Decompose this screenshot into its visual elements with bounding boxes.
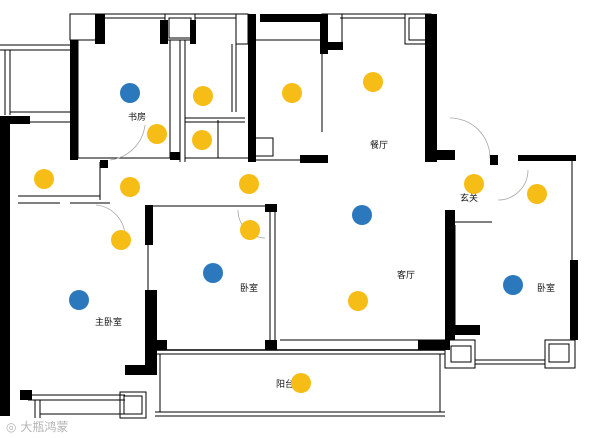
markers <box>34 72 547 393</box>
blue-marker-bedroom-center <box>203 263 223 283</box>
yellow-marker-corridor-left <box>120 177 140 197</box>
walls <box>0 14 578 416</box>
yellow-marker-study-door <box>147 124 167 144</box>
room-label-living: 客厅 <box>397 269 415 281</box>
room-label-bedroom-right: 卧室 <box>537 282 555 294</box>
watermark-icon: ◎ <box>6 420 17 434</box>
yellow-marker-closet <box>193 86 213 106</box>
room-label-study: 书房 <box>128 111 146 123</box>
yellow-marker-entrance <box>464 174 484 194</box>
blue-marker-study <box>120 83 140 103</box>
watermark: ◎ 大瓶鸿蒙 <box>6 418 68 435</box>
yellow-marker-closet-lower <box>192 130 212 150</box>
blue-marker-dining <box>352 205 372 225</box>
yellow-marker-master-door <box>111 230 131 250</box>
yellow-marker-dining-top <box>363 72 383 92</box>
yellow-marker-left-room <box>34 169 54 189</box>
yellow-marker-balcony <box>291 373 311 393</box>
blue-marker-bedroom-right <box>503 275 523 295</box>
yellow-marker-corridor-center <box>239 174 259 194</box>
yellow-marker-entrance-right <box>527 184 547 204</box>
room-label-dining: 餐厅 <box>370 139 388 151</box>
yellow-marker-bedroom-door <box>240 220 260 240</box>
watermark-text: 大瓶鸿蒙 <box>20 420 69 434</box>
room-label-balcony: 阳台 <box>276 378 294 390</box>
yellow-marker-bathroom <box>282 83 302 103</box>
room-labels: 书房 餐厅 玄关 卧室 客厅 卧室 主卧室 阳台 <box>95 111 555 390</box>
blue-marker-master-bedroom <box>69 290 89 310</box>
room-label-master-bedroom: 主卧室 <box>95 316 122 328</box>
room-label-entrance: 玄关 <box>460 192 478 204</box>
room-label-bedroom-center: 卧室 <box>240 282 258 294</box>
yellow-marker-living <box>348 291 368 311</box>
thin-lines <box>0 13 576 419</box>
